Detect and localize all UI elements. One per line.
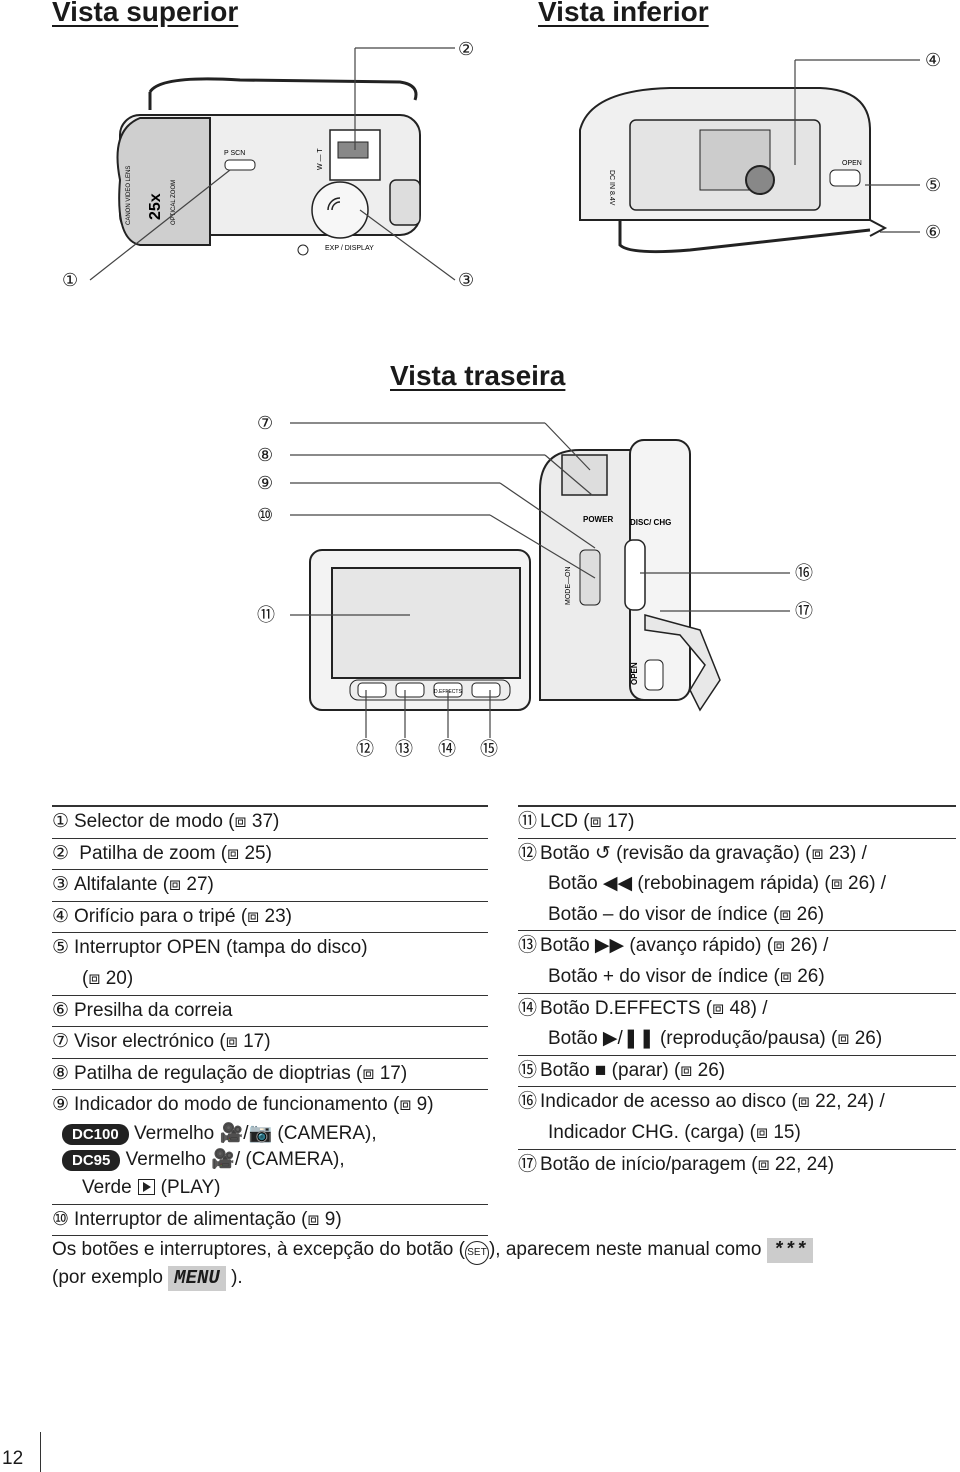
play-icon (137, 1178, 155, 1195)
rear-view-illustration: D.EFFECTS POWER MODE—ON DISC/ CHG OPEN (309, 439, 721, 712)
title-rear-view: Vista traseira (390, 360, 566, 391)
top-view-illustration: CANON VIDEO LENS 25x OPTICAL ZOOM P SCN … (116, 77, 421, 256)
callout-11: ⑪ (257, 605, 275, 625)
callout-13: ⑬ (395, 739, 413, 759)
callout-16: ⑯ (795, 563, 813, 583)
mode-on-label: MODE—ON (565, 567, 572, 606)
callout-6: ⑥ (925, 222, 942, 242)
rear-view-leaders (290, 422, 790, 738)
title-top-view: Vista superior (52, 0, 239, 27)
top-view-leaders (89, 47, 456, 281)
bottom-view-leaders (794, 59, 920, 233)
callout-17: ⑰ (795, 601, 813, 621)
callout-8: ⑧ (257, 445, 274, 465)
page-number: 12 (2, 1448, 24, 1469)
exp-display-label: EXP / DISPLAY (325, 245, 374, 252)
open-rear-label: OPEN (630, 662, 639, 685)
lens-label: CANON VIDEO LENS (126, 166, 132, 225)
dc95-badge: DC95 (62, 1149, 121, 1171)
callout-2: ② (458, 39, 475, 59)
callout-12: ⑫ (356, 739, 374, 759)
stars-key: *** (766, 1238, 813, 1263)
callout-15: ⑮ (480, 739, 498, 759)
open-bottom-label: OPEN (842, 160, 862, 167)
callout-4: ④ (925, 50, 942, 70)
zoom-25x-label: 25x (147, 193, 164, 220)
legend-item: ② Patilha de zoom (⧈ 25) (52, 839, 488, 871)
footer-note: Os botões e interruptores, à excepção do… (52, 1237, 932, 1291)
menu-key: MENU (168, 1266, 226, 1291)
page-edge-divider (40, 1432, 41, 1472)
callout-10: ⑩ (257, 505, 274, 525)
disc-chg-label: DISC/ CHG (630, 518, 671, 527)
set-button-icon: SET (464, 1241, 489, 1265)
bottom-view-illustration: OPEN DC IN 8.4V (579, 87, 888, 254)
dc100-badge: DC100 (62, 1123, 129, 1145)
callout-7: ⑦ (257, 413, 274, 433)
title-bottom-view: Vista inferior (538, 0, 709, 27)
dc-in-label: DC IN 8.4V (608, 170, 615, 206)
power-label: POWER (583, 515, 613, 524)
wt-label: W — T (317, 148, 324, 170)
scn-label: P SCN (224, 150, 245, 157)
callout-14: ⑭ (438, 739, 456, 759)
callout-3: ③ (458, 270, 475, 290)
callout-5: ⑤ (925, 175, 942, 195)
callout-9: ⑨ (257, 473, 274, 493)
callout-1: ① (62, 270, 79, 290)
optical-zoom-label: OPTICAL ZOOM (171, 180, 177, 225)
